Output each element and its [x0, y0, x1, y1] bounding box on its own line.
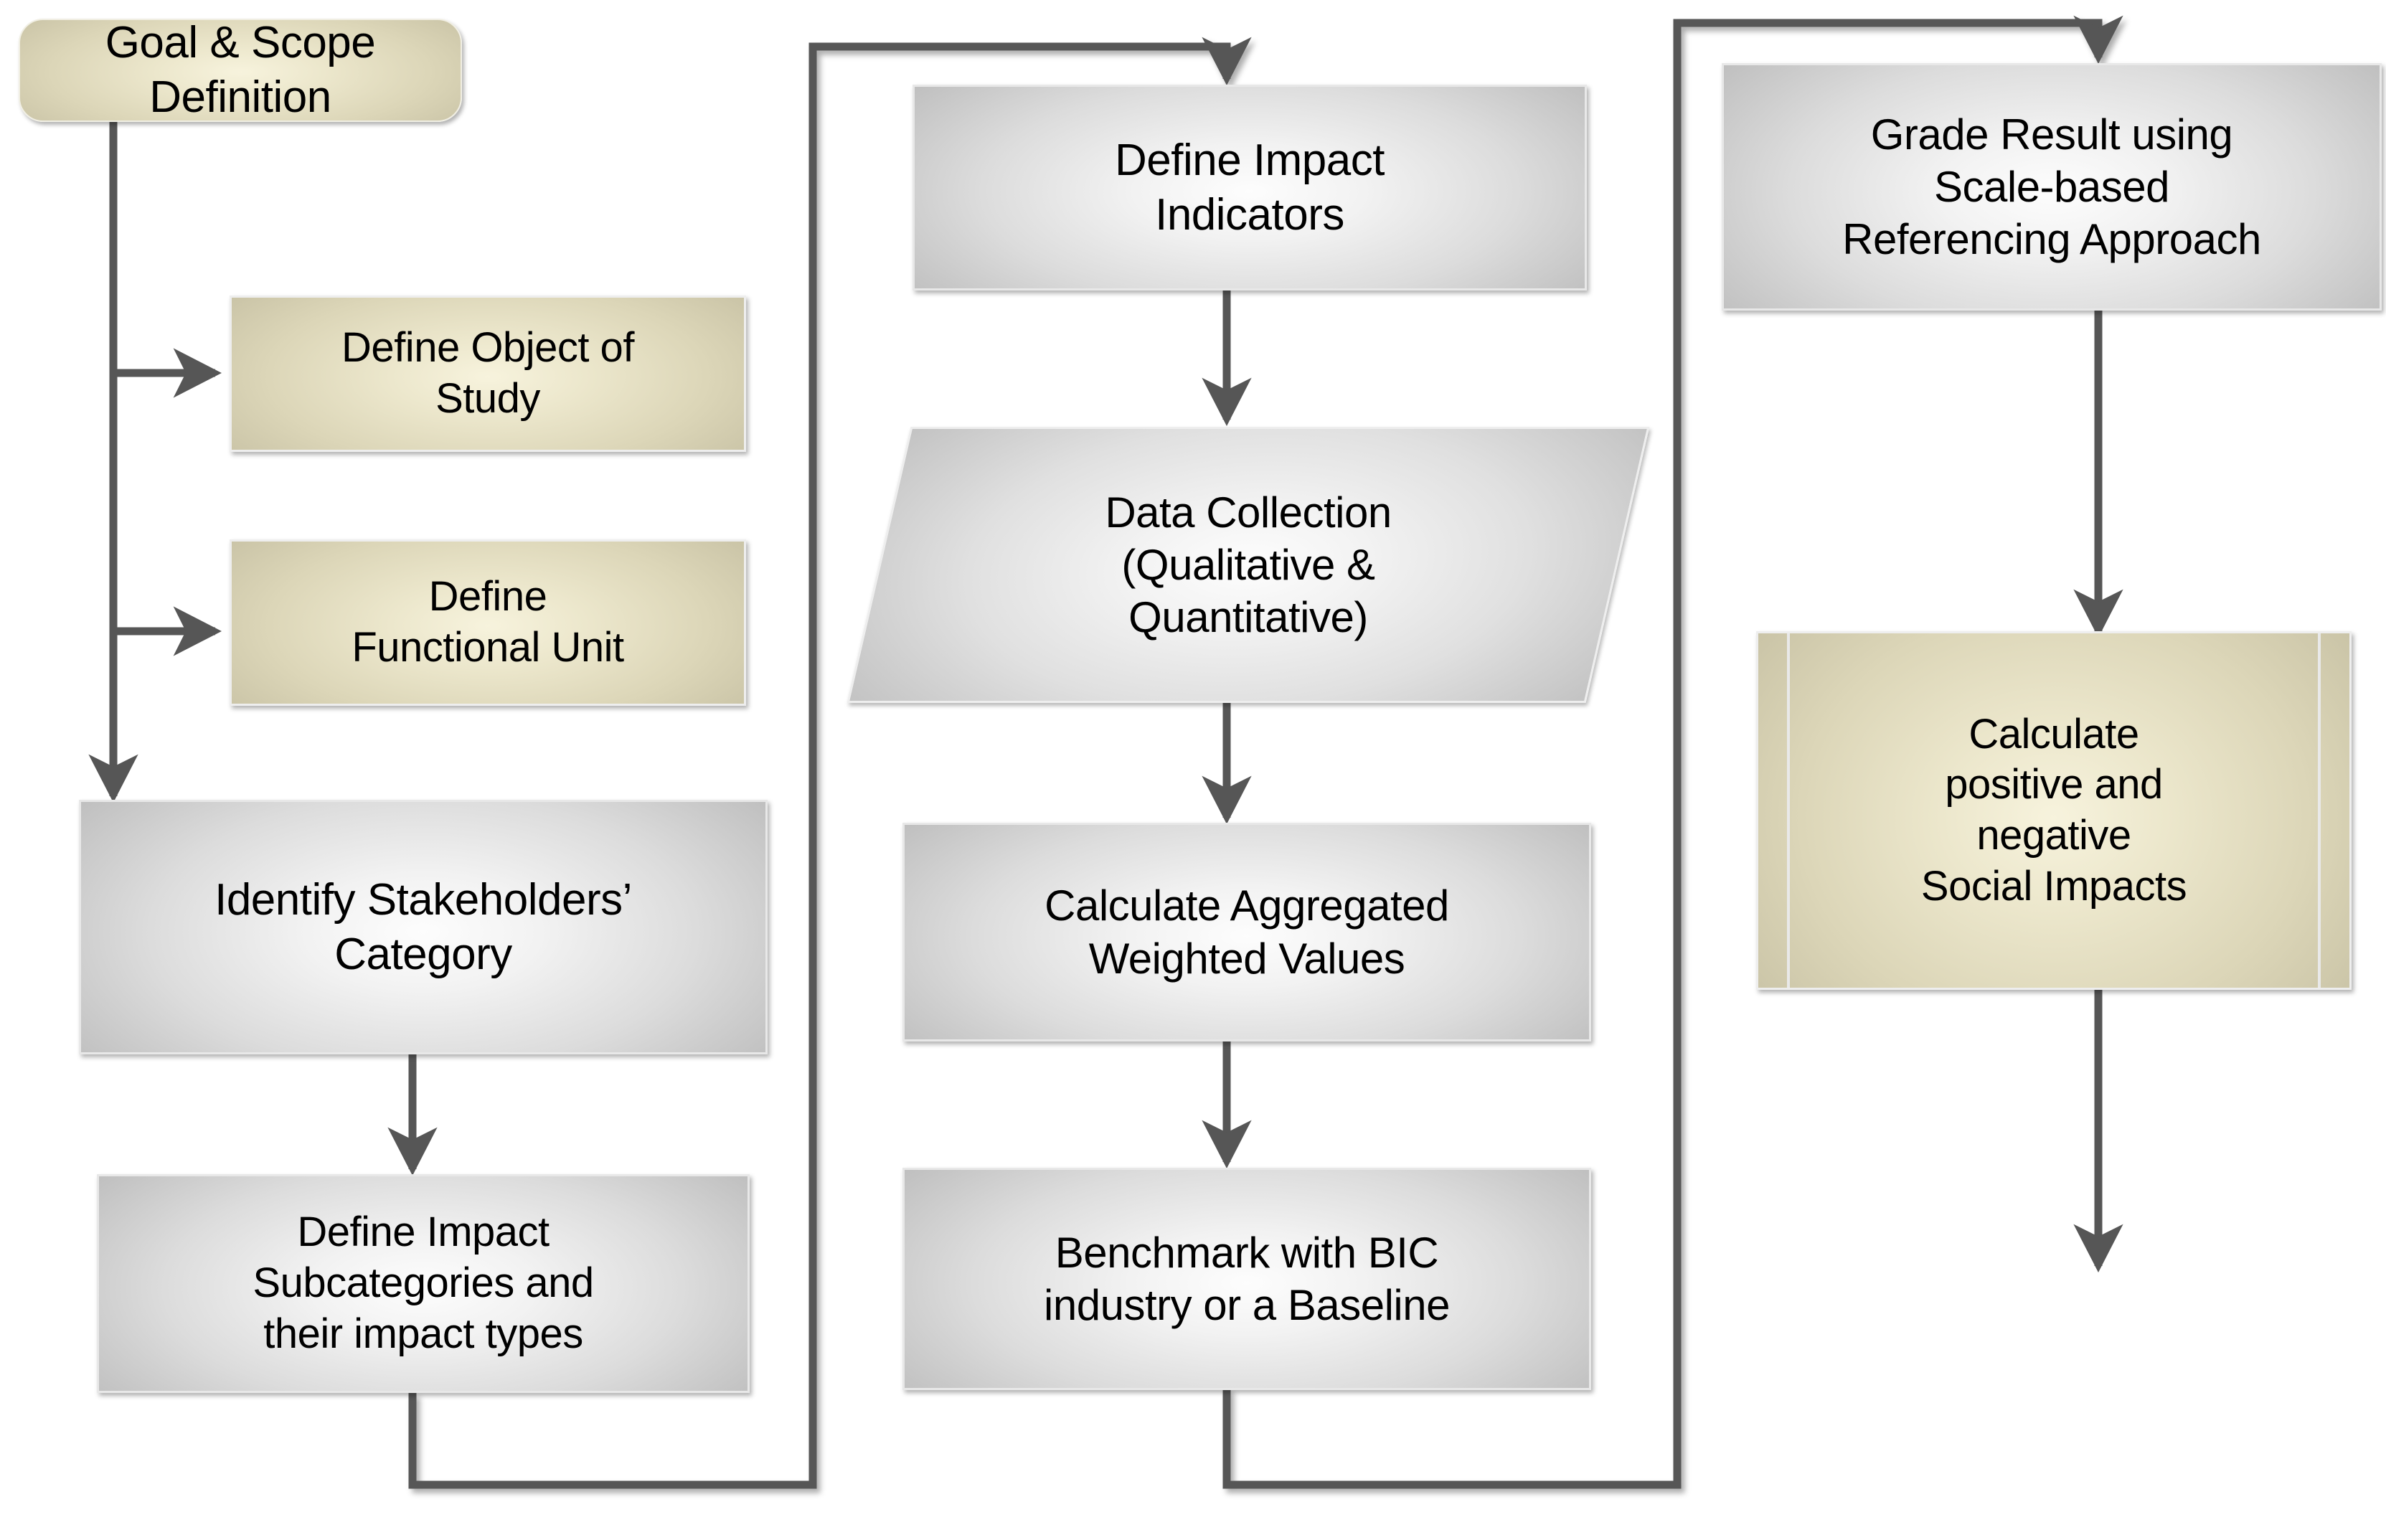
- process-bar-right: [2318, 633, 2321, 988]
- node-stakeholders-label: Identify Stakeholders’Category: [214, 874, 632, 979]
- node-data-collection[interactable]: Data Collection(Qualitative &Quantitativ…: [847, 427, 1650, 703]
- node-stakeholders[interactable]: Identify Stakeholders’Category: [79, 800, 768, 1054]
- node-data-collection-label: Data Collection(Qualitative &Quantitativ…: [1105, 488, 1392, 642]
